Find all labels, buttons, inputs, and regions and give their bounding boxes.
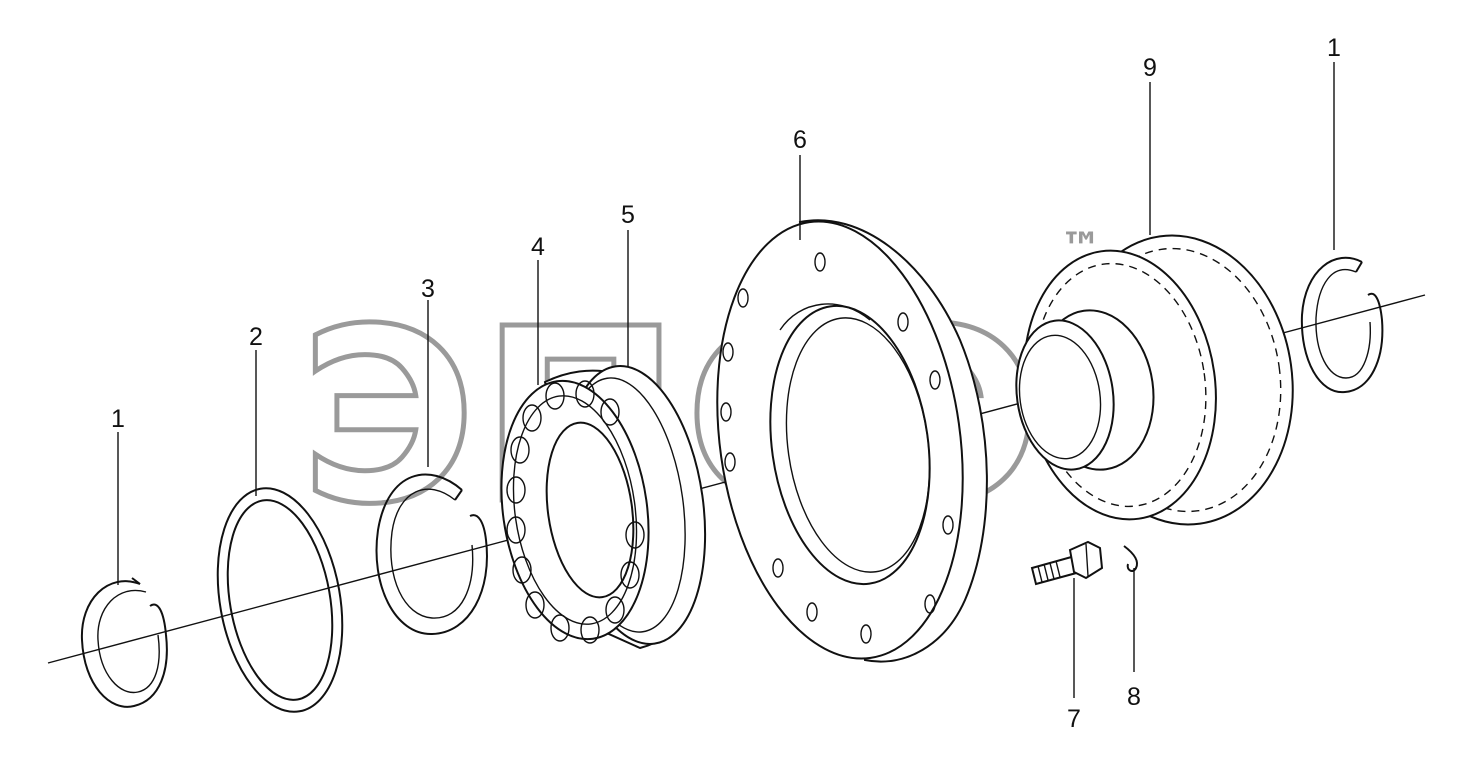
callout-7: 7 bbox=[1067, 705, 1081, 733]
callout-1-right: 1 bbox=[1327, 34, 1341, 62]
callout-1-left: 1 bbox=[111, 405, 125, 433]
callout-4: 4 bbox=[531, 233, 545, 261]
hex-bolt bbox=[1030, 540, 1104, 586]
flange-bolt-holes bbox=[720, 252, 954, 644]
callout-2: 2 bbox=[249, 323, 263, 351]
callout-9: 9 bbox=[1143, 54, 1157, 82]
callout-8: 8 bbox=[1127, 683, 1141, 711]
thin-ring bbox=[216, 487, 344, 713]
snap-ring-left bbox=[80, 577, 168, 708]
roller-bearing bbox=[500, 379, 650, 644]
spring-washer bbox=[1123, 545, 1138, 572]
callout-5: 5 bbox=[621, 201, 635, 229]
leader-lines bbox=[117, 62, 1335, 698]
retaining-ring bbox=[375, 473, 488, 636]
flange-cover bbox=[716, 219, 988, 663]
snap-ring-right bbox=[1300, 256, 1384, 394]
helical-gear bbox=[1015, 234, 1294, 526]
callout-3: 3 bbox=[421, 275, 435, 303]
callout-6: 6 bbox=[793, 126, 807, 154]
